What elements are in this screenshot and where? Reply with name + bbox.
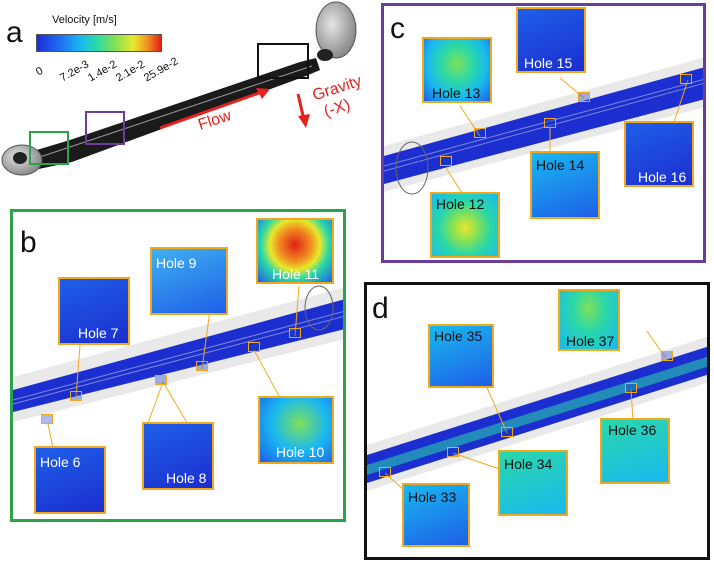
inset-hole-9-label: Hole 9 — [156, 255, 197, 271]
hole-36-marker — [625, 383, 637, 393]
hole-33-marker — [379, 467, 391, 477]
region-box-b — [29, 131, 69, 165]
inset-hole-14: Hole 14 — [530, 151, 600, 219]
inset-hole-12-label: Hole 12 — [436, 196, 485, 212]
panel-c-letter: c — [390, 12, 405, 45]
hole-8-marker — [155, 375, 167, 385]
inset-hole-34-label: Hole 34 — [504, 456, 553, 472]
region-box-d — [257, 43, 309, 79]
inset-hole-33: Hole 33 — [402, 483, 470, 547]
inset-hole-12: Hole 12 — [430, 192, 500, 258]
hole-14-marker — [544, 118, 556, 128]
hole-34-marker — [447, 447, 459, 457]
panel-a-letter: a — [6, 16, 23, 49]
hole-37-marker — [661, 351, 673, 361]
hole-6-marker — [41, 414, 53, 424]
panel-b-letter: b — [20, 226, 37, 259]
inset-hole-11: Hole 11 — [256, 218, 334, 284]
left-end-opening — [13, 152, 27, 164]
inset-hole-8: Hole 8 — [142, 422, 214, 490]
inset-hole-14-label: Hole 14 — [536, 157, 585, 173]
inset-hole-16-label: Hole 16 — [638, 169, 687, 185]
hole-10-marker — [248, 342, 260, 352]
inset-hole-8-label: Hole 8 — [166, 470, 207, 486]
flow-arrow — [159, 90, 263, 130]
panel-c-tube — [384, 57, 703, 197]
hole-12-marker — [440, 156, 452, 166]
inset-hole-10: Hole 10 — [258, 396, 334, 464]
region-box-c — [85, 111, 125, 145]
inset-hole-36: Hole 36 — [600, 418, 670, 484]
colorbar — [36, 34, 162, 52]
inset-hole-7: Hole 7 — [58, 277, 130, 345]
inset-hole-15: Hole 15 — [516, 7, 586, 73]
inset-hole-13: Hole 13 — [422, 37, 492, 103]
inset-hole-6-label: Hole 6 — [40, 454, 81, 470]
inset-hole-34: Hole 34 — [498, 450, 568, 516]
hole-11-marker — [289, 328, 301, 338]
hole-15-marker — [578, 92, 590, 102]
panel-b-tube — [13, 285, 343, 449]
hole-35-marker — [501, 427, 513, 437]
inset-hole-35-label: Hole 35 — [434, 328, 483, 344]
inset-hole-37-label: Hole 37 — [566, 333, 615, 349]
inset-hole-15-label: Hole 15 — [524, 55, 573, 71]
inset-hole-16: Hole 16 — [624, 121, 694, 187]
inset-hole-37: Hole 37 — [558, 289, 620, 351]
inset-hole-6: Hole 6 — [34, 446, 106, 514]
inset-hole-10-label: Hole 10 — [276, 444, 325, 460]
hole-7-marker — [70, 391, 82, 401]
inset-hole-33-label: Hole 33 — [408, 489, 457, 505]
hole-13-marker — [474, 128, 486, 138]
inset-hole-35: Hole 35 — [428, 324, 494, 388]
right-end-cap — [315, 1, 357, 59]
hole-9-marker — [196, 361, 208, 371]
panel-d-letter: d — [372, 292, 389, 325]
right-end-opening — [317, 49, 333, 61]
panel-d-tube — [367, 330, 707, 492]
inset-hole-36-label: Hole 36 — [608, 422, 657, 438]
tube-body — [30, 58, 320, 170]
inset-hole-13-label: Hole 13 — [432, 85, 481, 101]
inset-hole-11-label: Hole 11 — [272, 266, 320, 282]
inset-hole-9: Hole 9 — [150, 247, 228, 315]
colorbar-title: Velocity [m/s] — [52, 14, 117, 26]
hole-16-marker — [680, 74, 692, 84]
inset-hole-7-label: Hole 7 — [78, 325, 119, 341]
